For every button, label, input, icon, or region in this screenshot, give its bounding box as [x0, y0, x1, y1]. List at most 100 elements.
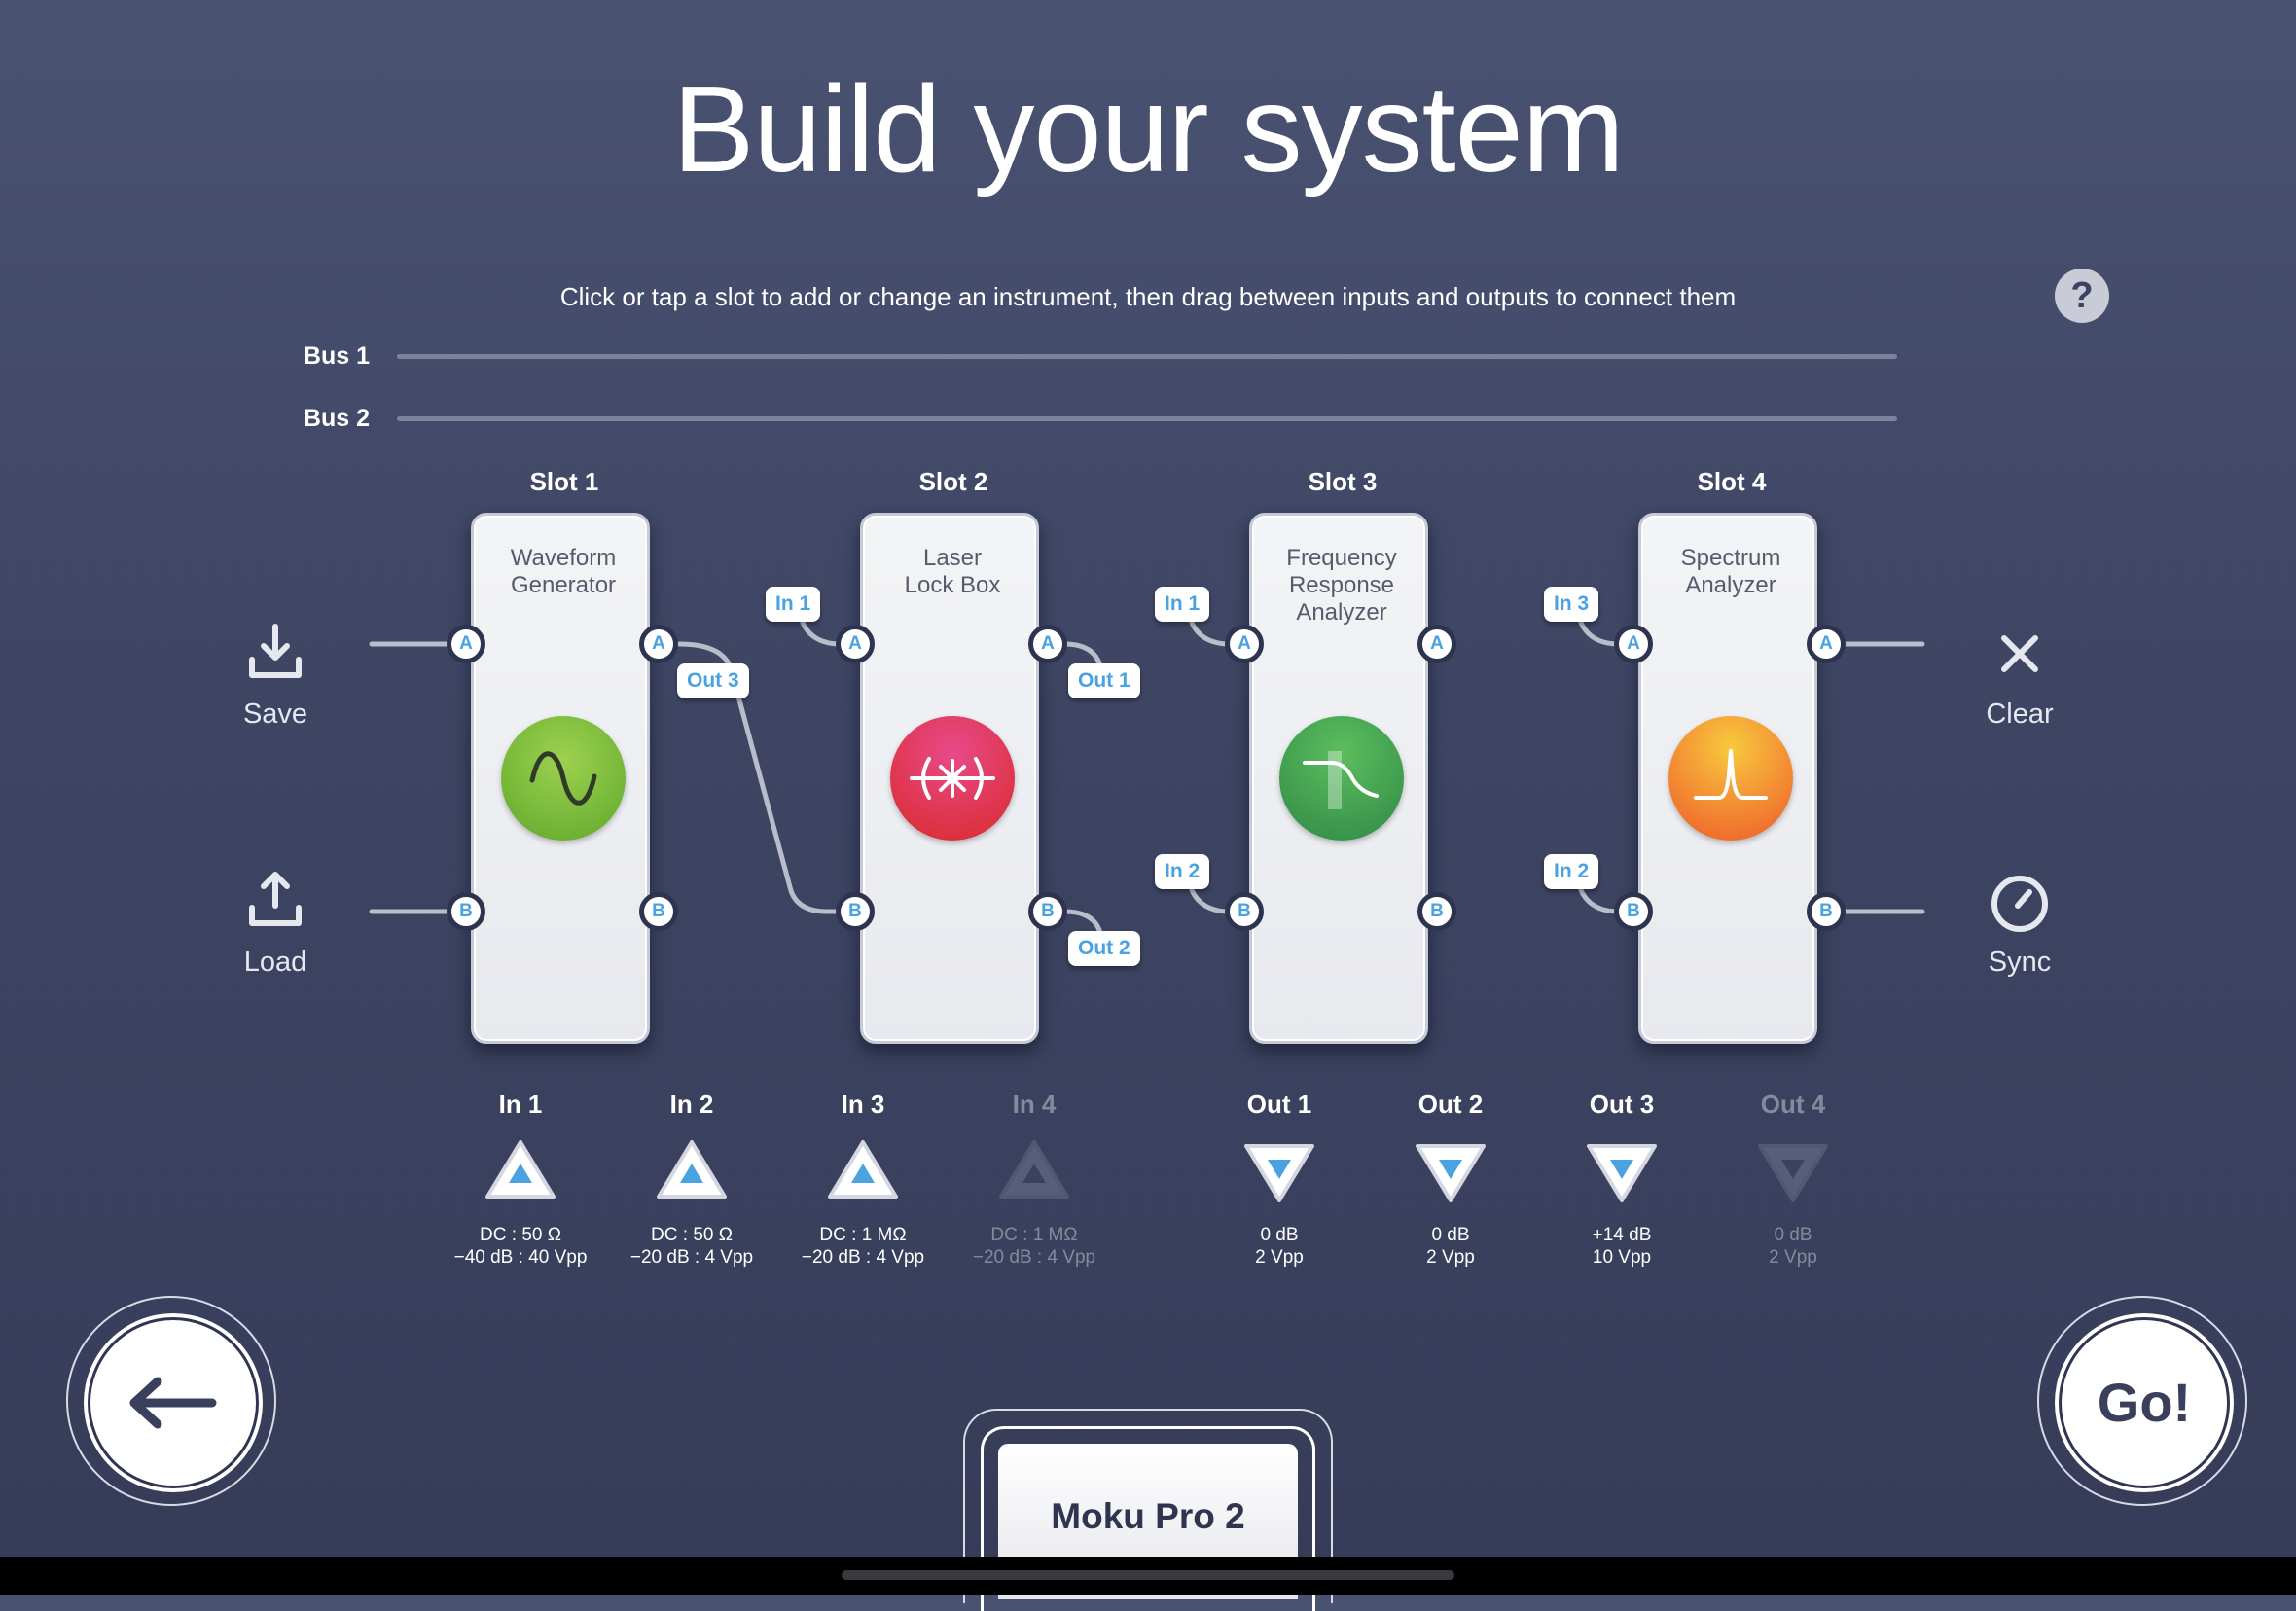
input-1-range: −40 dB : 40 Vpp: [453, 1247, 588, 1268]
slot-2-input-b-port[interactable]: B: [836, 892, 875, 931]
slot-3-in1-tag[interactable]: In 1: [1155, 587, 1210, 622]
sync-button[interactable]: Sync: [1942, 861, 2098, 1026]
slot-4-input-a-port[interactable]: A: [1614, 625, 1653, 663]
close-icon: [2001, 635, 2038, 672]
slot-2-output-b-port[interactable]: B: [1028, 892, 1067, 931]
input-3-triangle-icon[interactable]: [824, 1136, 902, 1206]
laser-icon: [890, 716, 1015, 841]
output-2-label: Out 2: [1417, 1090, 1484, 1119]
spectrum-peak-icon: [1668, 716, 1793, 841]
clear-button[interactable]: Clear: [1942, 613, 2098, 778]
slot-4-in3-tag[interactable]: In 3: [1544, 587, 1599, 622]
go-button[interactable]: Go!: [2037, 1296, 2247, 1506]
output-2-gain: 0 dB: [1431, 1225, 1470, 1245]
slot-2-out1-tag[interactable]: Out 1: [1068, 663, 1140, 698]
sine-wave-icon: [501, 716, 626, 841]
input-4-coupling: DC : 1 MΩ: [990, 1225, 1078, 1245]
input-4-range: −20 dB : 4 Vpp: [972, 1247, 1096, 1268]
slot-3-output-b-port[interactable]: B: [1417, 892, 1456, 931]
slot-1-input-b-port[interactable]: B: [447, 892, 485, 931]
bus-2-line[interactable]: [397, 416, 1897, 421]
slot-4-output-a-port[interactable]: A: [1807, 625, 1846, 663]
slot-1-title: Slot 1: [529, 467, 599, 496]
input-3-range: −20 dB : 4 Vpp: [801, 1247, 925, 1268]
slot-1-card[interactable]: Waveform Generator: [471, 513, 650, 1044]
slot-2-in1-tag[interactable]: In 1: [766, 587, 821, 622]
input-4-channel: In 4 DC : 1 MΩ −20 dB : 4 Vpp: [942, 1090, 1127, 1274]
slot-3-output-a-port[interactable]: A: [1417, 625, 1456, 663]
output-1-channel[interactable]: Out 1 0 dB 2 Vpp: [1187, 1090, 1372, 1274]
output-3-gain: +14 dB: [1592, 1225, 1652, 1245]
slot-4-in2-tag[interactable]: In 2: [1544, 854, 1599, 889]
output-1-triangle-icon[interactable]: [1240, 1136, 1318, 1206]
input-4-label: In 4: [1012, 1090, 1057, 1119]
slot-2-instrument-name: Laser Lock Box: [904, 545, 1001, 598]
page-title: Build your system: [672, 60, 1624, 197]
input-3-label: In 3: [841, 1090, 885, 1119]
input-2-channel[interactable]: In 2 DC : 50 Ω −20 dB : 4 Vpp: [599, 1090, 784, 1274]
slot-1-output-b-port[interactable]: B: [639, 892, 678, 931]
slot-3-input-b-port[interactable]: B: [1225, 892, 1264, 931]
save-button[interactable]: Save: [197, 613, 353, 778]
load-label: Load: [243, 947, 307, 978]
slot-2-card[interactable]: Laser Lock Box: [860, 513, 1039, 1044]
output-2-triangle-icon[interactable]: [1412, 1136, 1489, 1206]
input-2-triangle-icon[interactable]: [653, 1136, 731, 1206]
input-1-label: In 1: [498, 1090, 543, 1119]
output-1-gain: 0 dB: [1260, 1225, 1299, 1245]
input-4-triangle-icon: [999, 1140, 1069, 1199]
slot-2-title: Slot 2: [918, 467, 988, 496]
slot-2-out2-tag[interactable]: Out 2: [1068, 931, 1140, 966]
bus-1-line[interactable]: [397, 354, 1897, 359]
help-button[interactable]: ?: [2055, 268, 2109, 323]
slot-3-card[interactable]: Frequency Response Analyzer: [1249, 513, 1428, 1044]
bus-1-label: Bus 1: [303, 342, 370, 370]
home-indicator[interactable]: [842, 1570, 1454, 1580]
go-label: Go!: [2097, 1372, 2192, 1433]
output-2-range: 2 Vpp: [1426, 1247, 1475, 1268]
slot-1-out3-tag[interactable]: Out 3: [677, 663, 749, 698]
output-2-channel[interactable]: Out 2 0 dB 2 Vpp: [1358, 1090, 1543, 1274]
input-3-channel[interactable]: In 3 DC : 1 MΩ −20 dB : 4 Vpp: [771, 1090, 955, 1274]
slot-4-input-b-port[interactable]: B: [1614, 892, 1653, 931]
clear-label: Clear: [1986, 698, 2054, 730]
input-3-coupling: DC : 1 MΩ: [819, 1225, 907, 1245]
output-3-triangle-icon[interactable]: [1583, 1136, 1661, 1206]
slot-4-instrument-name: Spectrum Analyzer: [1680, 545, 1781, 598]
slot-1-output-a-port[interactable]: A: [639, 625, 678, 663]
device-selector-ring: [963, 1409, 1333, 1603]
slot-3-title: Slot 3: [1308, 467, 1378, 496]
bus-2-label: Bus 2: [303, 405, 370, 432]
wire-slot1a-slot2b: [676, 641, 843, 914]
download-icon: [249, 624, 302, 678]
output-3-label: Out 3: [1589, 1090, 1655, 1119]
input-1-coupling: DC : 50 Ω: [480, 1225, 561, 1245]
slot-3-input-a-port[interactable]: A: [1225, 625, 1264, 663]
output-1-label: Out 1: [1246, 1090, 1312, 1119]
slot-3-instrument-name: Frequency Response Analyzer: [1286, 545, 1397, 626]
arrow-left-icon: [129, 1377, 217, 1429]
output-4-range: 2 Vpp: [1769, 1247, 1817, 1268]
input-1-triangle-icon[interactable]: [482, 1136, 559, 1206]
go-button-face: Go!: [2059, 1317, 2230, 1488]
gauge-icon: [1991, 876, 2048, 932]
input-2-label: In 2: [669, 1090, 714, 1119]
input-1-channel[interactable]: In 1 DC : 50 Ω −40 dB : 40 Vpp: [428, 1090, 613, 1274]
slot-2-output-a-port[interactable]: A: [1028, 625, 1067, 663]
slot-4-title: Slot 4: [1697, 467, 1767, 496]
slot-2-input-a-port[interactable]: A: [836, 625, 875, 663]
output-3-channel[interactable]: Out 3 +14 dB 10 Vpp: [1529, 1090, 1714, 1274]
instructions-text: Click or tap a slot to add or change an …: [559, 282, 1737, 311]
input-2-coupling: DC : 50 Ω: [651, 1225, 733, 1245]
back-button[interactable]: [66, 1296, 276, 1506]
load-button[interactable]: Load: [197, 861, 353, 1026]
output-4-channel: Out 4 0 dB 2 Vpp: [1701, 1090, 1885, 1274]
slot-1-input-a-port[interactable]: A: [447, 625, 485, 663]
upload-icon: [249, 872, 302, 926]
output-1-range: 2 Vpp: [1255, 1247, 1304, 1268]
slot-3-in2-tag[interactable]: In 2: [1155, 854, 1210, 889]
output-4-triangle-icon: [1758, 1144, 1828, 1202]
slot-4-card[interactable]: Spectrum Analyzer: [1638, 513, 1817, 1044]
slot-4-output-b-port[interactable]: B: [1807, 892, 1846, 931]
